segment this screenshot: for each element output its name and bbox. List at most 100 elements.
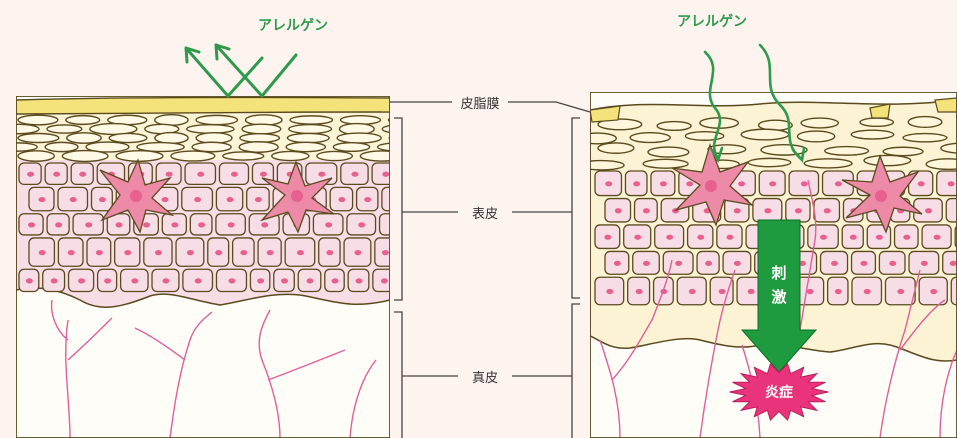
horny-cell: [286, 142, 325, 151]
cell-nucleus: [697, 235, 704, 240]
horny-cell: [378, 143, 422, 151]
cell-nucleus: [124, 250, 131, 255]
horny-cell: [578, 133, 616, 144]
horny-cell: [290, 116, 333, 124]
cell-nucleus: [326, 250, 333, 255]
horny-cell: [598, 143, 634, 153]
horny-cell: [337, 133, 381, 143]
allergen-blocked-arrows: [186, 45, 296, 96]
horny-cell: [289, 125, 332, 134]
horny-cell: [45, 142, 78, 151]
horny-cell: [860, 118, 893, 126]
cell-nucleus: [27, 172, 34, 177]
cell-nucleus: [643, 261, 650, 266]
horny-cell: [109, 133, 147, 142]
cell-nucleus: [255, 197, 262, 202]
horny-cell: [797, 131, 834, 142]
cell-nucleus: [351, 172, 358, 177]
cell-nucleus: [850, 235, 857, 240]
cell-nucleus: [228, 278, 235, 283]
cell-nucleus: [215, 250, 222, 255]
cell-nucleus: [930, 289, 937, 294]
cell-nucleus: [643, 208, 650, 213]
cell-nucleus: [70, 197, 77, 202]
horny-cell: [851, 130, 894, 139]
horny-cell: [360, 151, 403, 161]
cell-nucleus: [393, 197, 400, 202]
sebum-film-label: 皮脂膜: [460, 97, 499, 112]
cell-nucleus: [726, 235, 733, 240]
sebum-film-left: [16, 97, 390, 114]
cell-nucleus: [382, 172, 389, 177]
horny-cell: [155, 133, 188, 144]
dermis-label: 真皮: [472, 371, 498, 386]
cell-nucleus: [187, 250, 194, 255]
cell-nucleus: [686, 181, 693, 186]
cell-nucleus: [633, 181, 640, 186]
horny-cell: [18, 151, 54, 161]
cell-nucleus: [297, 250, 304, 255]
epidermal-cell: [382, 187, 411, 210]
cell-nucleus: [53, 172, 60, 177]
horny-cell: [171, 151, 215, 161]
cell-nucleus: [734, 261, 741, 266]
cell-nucleus: [382, 250, 389, 255]
horny-cell: [317, 151, 352, 160]
horny-cell: [908, 117, 942, 128]
cell-nucleus: [738, 181, 745, 186]
cell-nucleus: [835, 181, 842, 186]
horny-cell: [67, 133, 101, 143]
horny-cell: [47, 125, 82, 133]
horny-cell: [578, 161, 624, 170]
inflammation-label: 炎症: [765, 384, 793, 401]
cell-nucleus: [195, 278, 202, 283]
horny-cell: [741, 129, 789, 140]
horny-cell: [66, 116, 100, 125]
cell-nucleus: [925, 208, 932, 213]
cell-nucleus: [318, 172, 325, 177]
cell-nucleus: [331, 278, 338, 283]
horny-cell: [761, 145, 807, 155]
horny-cell: [804, 159, 852, 168]
cell-nucleus: [860, 261, 867, 266]
cell-nucleus: [143, 222, 150, 227]
cell-nucleus: [634, 235, 641, 240]
cell-nucleus: [795, 208, 802, 213]
cell-nucleus: [356, 278, 363, 283]
cell-nucleus: [171, 222, 178, 227]
cell-nucleus: [801, 181, 808, 186]
cell-nucleus: [820, 235, 827, 240]
cell-nucleus: [68, 250, 75, 255]
cell-nucleus: [897, 289, 904, 294]
epidermal-cell: [380, 214, 410, 235]
cell-nucleus: [28, 222, 35, 227]
allergen-label-left: アレルゲン: [258, 17, 328, 34]
sebum-pointer-right: [508, 102, 590, 112]
cell-nucleus: [162, 197, 169, 202]
cell-nucleus: [921, 261, 928, 266]
horny-cell: [333, 143, 369, 152]
cell-nucleus: [96, 250, 103, 255]
cell-nucleus: [338, 197, 345, 202]
cell-nucleus: [79, 172, 86, 177]
horny-cell: [240, 134, 280, 143]
cell-nucleus: [39, 250, 46, 255]
cell-nucleus: [38, 197, 45, 202]
horny-cell: [643, 159, 688, 168]
cell-nucleus: [281, 278, 288, 283]
cell-nucleus: [162, 278, 169, 283]
cell-nucleus: [864, 289, 871, 294]
cell-nucleus: [227, 197, 234, 202]
horny-cell: [196, 115, 237, 124]
epidermis-label: 表皮: [472, 207, 498, 222]
cell-nucleus: [78, 278, 85, 283]
cell-nucleus: [116, 222, 123, 227]
cell-nucleus: [934, 235, 941, 240]
horny-cell: [272, 151, 309, 160]
cell-nucleus: [51, 278, 58, 283]
horny-cell: [62, 151, 108, 162]
horny-cell: [657, 122, 691, 131]
cell-nucleus: [104, 278, 111, 283]
